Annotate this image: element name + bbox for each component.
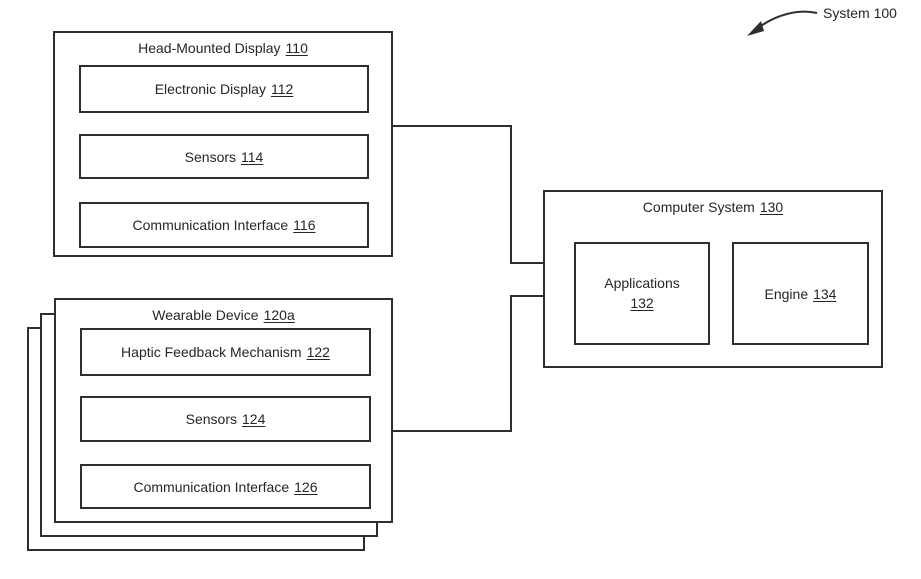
wearable-sensors-label: Sensors [185,411,237,427]
hmd-sensors-label: Sensors [184,148,237,165]
system-label: System 100 [823,5,897,21]
leader-arrow-icon [747,10,818,36]
wearable-title: Wearable Device 120a [56,307,391,323]
wearable-sensors-box: Sensors 124 [80,396,371,442]
computer-system-title-label: Computer System [642,199,755,215]
haptic-feedback-ref: 122 [306,344,330,360]
hmd-connector-horizontal [393,125,512,127]
applications-box: Applications 132 [574,242,710,345]
haptic-feedback-box: Haptic Feedback Mechanism 122 [80,328,371,376]
haptic-feedback-label: Haptic Feedback Mechanism [121,344,302,360]
wearable-device-box: Wearable Device 120a Haptic Feedback Mec… [54,298,393,523]
system-annotation: System 100 [745,4,897,40]
wearable-connector-entry [510,295,543,297]
wearable-sensors-ref: 124 [242,411,266,427]
applications-label: Applications [604,275,680,291]
computer-system-title: Computer System 130 [545,199,881,215]
hmd-connector-entry [510,262,543,264]
wearable-connector-horizontal [393,430,512,432]
wearable-connector-vertical [510,295,512,432]
hmd-sensors-box: Sensors 114 [79,134,369,179]
wearable-comm-interface-label: Communication Interface [133,478,290,495]
hmd-box: Head-Mounted Display 110 Electronic Disp… [53,31,393,257]
electronic-display-label: Electronic Display [154,81,266,97]
engine-ref: 134 [813,285,837,302]
hmd-comm-interface-label: Communication Interface [132,217,289,233]
engine-label: Engine [764,285,809,302]
wearable-comm-interface-ref: 126 [294,478,318,495]
computer-system-box: Computer System 130 Applications 132 Eng… [543,190,883,368]
electronic-display-ref: 112 [270,81,294,97]
computer-system-ref: 130 [759,199,784,215]
hmd-title: Head-Mounted Display 110 [55,40,391,56]
hmd-title-label: Head-Mounted Display [138,40,281,56]
wearable-comm-interface-box: Communication Interface 126 [80,464,371,509]
hmd-connector-vertical [510,125,512,264]
hmd-comm-interface-ref: 116 [293,217,316,233]
hmd-comm-interface-box: Communication Interface 116 [79,202,369,248]
wearable-ref: 120a [263,307,295,323]
hmd-sensors-ref: 114 [241,148,264,165]
hmd-ref: 110 [285,40,308,56]
applications-ref: 132 [630,294,654,311]
engine-box: Engine 134 [732,242,869,345]
electronic-display-box: Electronic Display 112 [79,65,369,113]
wearable-title-label: Wearable Device [152,307,259,323]
